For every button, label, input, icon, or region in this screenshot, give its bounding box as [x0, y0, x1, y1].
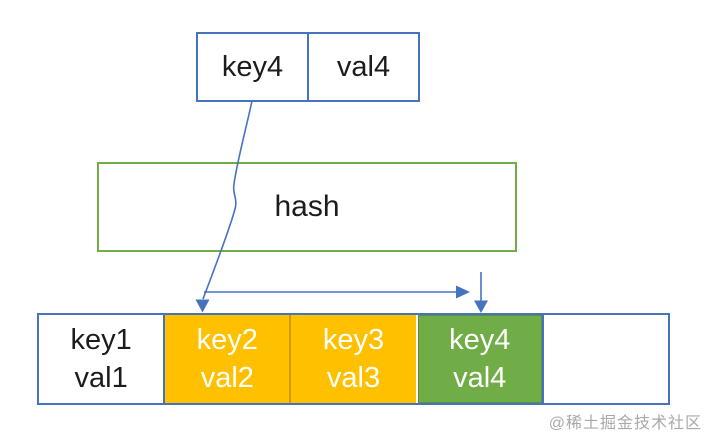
entry-key-cell: key4 [221, 50, 284, 83]
entry-pair-box: key4 val4 [196, 32, 420, 102]
cell-val-text: val4 [453, 362, 507, 394]
cell-key-text: key2 [196, 324, 258, 356]
cell-key-text: key4 [449, 324, 511, 356]
array-cell-key3: key3 val3 [291, 315, 416, 403]
array-cell-key2: key2 val2 [165, 315, 292, 403]
entry-val-cell: val4 [307, 34, 418, 100]
insert-arrowhead [474, 300, 488, 313]
array-cell-key1: key1 val1 [39, 315, 166, 403]
array-cell-key4: key4 val4 [417, 315, 542, 403]
cell-key-text: key1 [70, 324, 132, 356]
hash-function-box: hash [97, 162, 517, 252]
probe-arrowhead [456, 285, 470, 299]
hash-label: hash [274, 190, 340, 223]
watermark: @稀土掘金技术社区 [548, 415, 702, 432]
hash-array: key1 val1 key2 val2 key3 val3 key4 val4 [37, 313, 670, 405]
hash-slot-arrowhead [195, 299, 210, 313]
cell-key-text: key3 [322, 324, 385, 356]
cell-val-text: val3 [326, 362, 381, 394]
cell-val-text: val2 [200, 362, 254, 394]
cell-val-text: val1 [74, 362, 128, 394]
array-cell-empty [541, 315, 669, 403]
